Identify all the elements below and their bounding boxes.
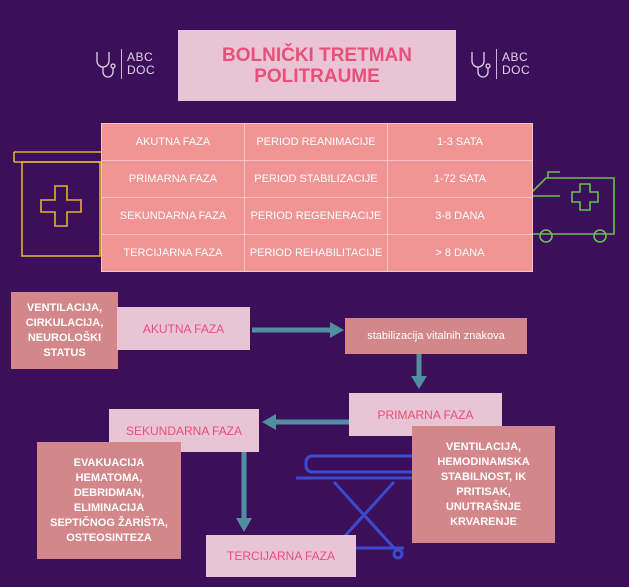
period-cell: PERIOD STABILIZACIJE [243, 160, 388, 198]
table-row: SEKUNDARNA FAZA PERIOD REGENERACIJE 3-8 … [101, 197, 534, 235]
logo-line1: ABC [502, 50, 529, 64]
table-row: TERCIJARNA FAZA PERIOD REHABILITACIJE > … [101, 234, 534, 272]
stabilization-label: stabilizacija vitalnih znakova [367, 330, 505, 342]
primary-notes-box: VENTILACIJA, HEMODINAMSKA STABILNOST, IK… [412, 426, 555, 543]
flow-arrows [236, 322, 427, 532]
logo-separator [496, 49, 497, 79]
stethoscope-icon [96, 52, 116, 78]
logo-line2: DOC [127, 63, 156, 77]
secondary-phase-label: SEKUNDARNA FAZA [125, 423, 243, 438]
acute-phase-box: AKUTNA FAZA [117, 307, 250, 350]
phase-cell: SEKUNDARNA FAZA [101, 197, 245, 235]
primary-phase-label: PRIMARNA FAZA [377, 407, 474, 422]
arrow-primary-to-secondary [262, 414, 349, 430]
phase-cell: AKUTNA FAZA [101, 123, 245, 161]
duration-cell: 1-3 SATA [386, 123, 534, 161]
stabilization-box: stabilizacija vitalnih znakova [345, 318, 527, 354]
tertiary-phase-label: TERCIJARNA FAZA [226, 549, 336, 563]
tertiary-phase-box: TERCIJARNA FAZA [206, 535, 356, 577]
duration-cell: 1-72 SATA [386, 160, 534, 198]
acute-notes-box: VENTILACIJA, CIRKULACIJA, NEUROLOŠKI STA… [11, 292, 118, 369]
page-title: BOLNIČKI TRETMAN POLITRAUME [178, 30, 456, 101]
arrow-stabilization-to-primary [411, 353, 427, 389]
title-line2: POLITRAUME [254, 65, 380, 87]
period-cell: PERIOD REHABILITACIJE [243, 234, 388, 272]
acute-phase-label: AKUTNA FAZA [142, 321, 225, 336]
duration-cell: 3-8 DANA [386, 197, 534, 235]
arrow-secondary-to-tertiary [236, 452, 252, 532]
acute-notes-text: VENTILACIJA, CIRKULACIJA, NEUROLOŠKI STA… [25, 301, 104, 359]
table-row: AKUTNA FAZA PERIOD REANIMACIJE 1-3 SATA [101, 123, 534, 161]
ambulance-icon [527, 171, 615, 243]
primary-notes-text: VENTILACIJA, HEMODINAMSKA STABILNOST, IK… [437, 440, 530, 528]
phase-table: AKUTNA FAZA PERIOD REANIMACIJE 1-3 SATA … [101, 123, 534, 272]
secondary-notes-box: EVAKUACIJA HEMATOMA, DEBRIDMAN, ELIMINAC… [37, 442, 181, 559]
hospital-sign-icon [13, 151, 101, 257]
period-cell: PERIOD REANIMACIJE [243, 123, 388, 161]
stethoscope-icon [471, 52, 491, 78]
table-row: PRIMARNA FAZA PERIOD STABILIZACIJE 1-72 … [101, 160, 534, 198]
logo-right: ABC DOC [467, 48, 530, 80]
logo-separator [121, 49, 122, 79]
arrow-acute-to-stabilization [252, 322, 344, 338]
duration-cell: > 8 DANA [386, 234, 534, 272]
secondary-notes-text: EVAKUACIJA HEMATOMA, DEBRIDMAN, ELIMINAC… [50, 456, 168, 544]
period-cell: PERIOD REGENERACIJE [243, 197, 388, 235]
logo-line2: DOC [502, 63, 531, 77]
title-line1: BOLNIČKI TRETMAN [222, 44, 412, 66]
logo-line1: ABC [127, 50, 154, 64]
phase-cell: TERCIJARNA FAZA [101, 234, 245, 272]
phase-cell: PRIMARNA FAZA [101, 160, 245, 198]
logo-left: ABC DOC [92, 48, 155, 80]
